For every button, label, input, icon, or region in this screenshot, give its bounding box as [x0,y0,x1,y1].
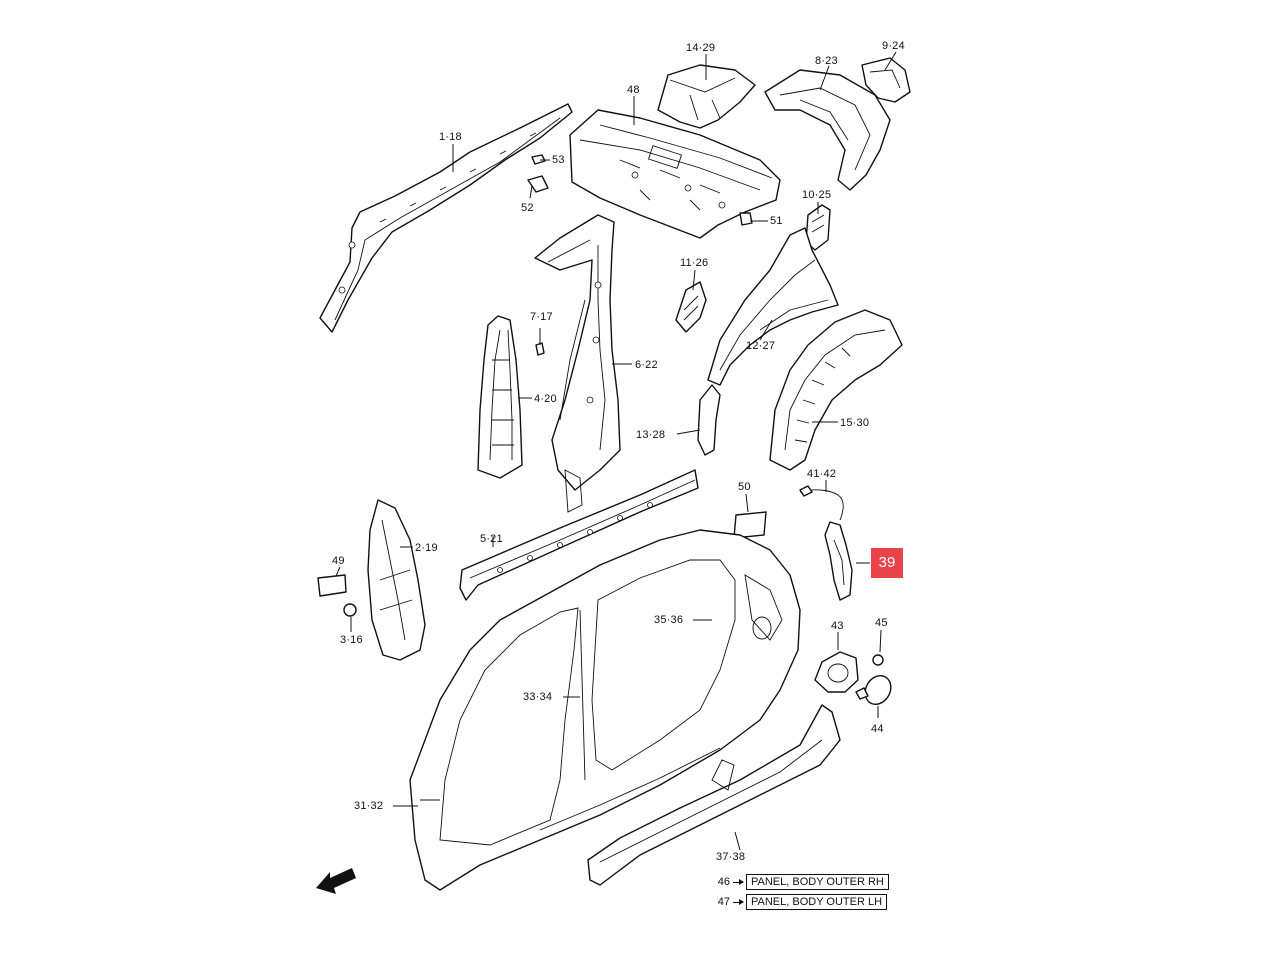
legend-label: PANEL, BODY OUTER LH [746,894,888,910]
leader-lines [335,51,897,851]
callout-52: 52 [521,202,534,214]
callout-8-23: 8·23 [815,55,838,67]
part-label-plate [733,511,767,539]
part-bracket-11 [675,281,707,333]
callout-4-20: 4·20 [534,393,557,405]
callout-50: 50 [738,481,751,493]
callout-44: 44 [871,723,884,735]
callout-31-32: 31·32 [354,800,384,812]
callout-51: 51 [770,215,783,227]
callout-15-30: 15·30 [840,417,870,429]
part-rear-bracket [657,64,756,129]
callout-9-24: 9·24 [882,40,905,52]
legend-arrow-icon [733,898,744,905]
callout-41-42: 41·42 [807,468,837,480]
part-fuel-lid [855,674,892,706]
front-direction-arrow-icon [316,868,356,894]
part-fasteners [527,154,753,226]
part-wheelhouse-inner [769,309,903,471]
part-corner-bracket [861,57,911,103]
callout-33-34: 33·34 [523,691,553,703]
part-rocker-outer [587,704,841,886]
part-lower-extension [697,384,721,456]
callout-35-36: 35·36 [654,614,684,626]
part-rear-header-panel [569,109,781,239]
callout-6-22: 6·22 [635,359,658,371]
part-fuel-bracket [824,521,853,601]
legend-number: 47 [717,896,730,908]
callout-45: 45 [875,617,888,629]
part-quarter-inner-upper [764,69,891,191]
part-roof-side-rail [319,103,573,333]
callout-13-28: 13·28 [636,429,666,441]
part-plate-49 [317,574,347,597]
callout-49: 49 [332,555,345,567]
legend-row-46: 46 PANEL, BODY OUTER RH [708,874,889,890]
part-pillar-inner [477,315,523,479]
callout-7-17: 7·17 [530,311,553,323]
callout-43: 43 [831,620,844,632]
callout-14-29: 14·29 [686,42,716,54]
callout-48: 48 [627,84,640,96]
callout-2-19: 2·19 [415,542,438,554]
part-sill-inner [459,469,699,601]
part-screw [872,654,884,666]
callout-1-18: 1·18 [439,131,462,143]
callout-3-16: 3·16 [340,634,363,646]
part-fuel-door-housing [814,651,859,693]
legend-number: 46 [717,876,730,888]
callout-5-21: 5·21 [480,533,503,545]
legend-row-47: 47 PANEL, BODY OUTER LH [708,894,888,910]
part-fuel-cable [799,485,844,521]
legend-arrow-icon [733,878,744,885]
callout-53: 53 [552,154,565,166]
callout-12-27: 12·27 [746,340,776,352]
highlighted-callout-39[interactable]: 39 [871,548,903,578]
part-front-pillar-lower [367,499,426,661]
callout-10-25: 10·25 [802,189,832,201]
legend-label: PANEL, BODY OUTER RH [746,874,889,890]
part-grommet [343,603,357,617]
callout-11-26: 11·26 [680,257,709,269]
part-pillar-reinforcement [534,214,621,491]
callout-37-38: 37·38 [716,851,746,863]
